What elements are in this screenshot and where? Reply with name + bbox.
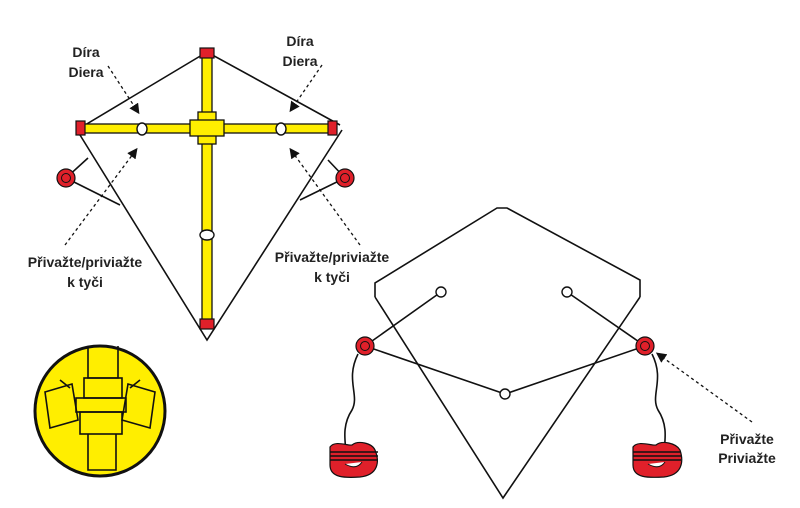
hole-bottom [499, 388, 511, 400]
label-tie-handle-2: Priviažte [718, 450, 776, 466]
spar-cap-bottom [199, 318, 215, 330]
ring-left [56, 168, 76, 188]
hole-right [275, 122, 287, 136]
label-tie-left-2: k tyči [67, 274, 103, 290]
label-tie-left-1: Přivažte/priviažte [28, 254, 143, 270]
label-tie-handle-1: Přivažte [720, 431, 774, 447]
hole-left [435, 286, 447, 298]
ring-right [635, 336, 655, 356]
string-right [651, 353, 666, 453]
spar-cap-top [199, 47, 215, 59]
label-tie-right-2: k tyči [314, 269, 350, 285]
label-hole-right-2: Diera [282, 53, 317, 69]
vertical-spar [201, 51, 213, 325]
label-tie-right-1: Přivažte/priviažte [275, 249, 390, 265]
hole-right [561, 286, 573, 298]
kite-lower-edge [79, 129, 343, 342]
spar-cap-right [327, 120, 338, 136]
string-left [344, 353, 359, 453]
kite-back-view [329, 207, 753, 500]
connector-detail-inset [33, 344, 167, 478]
label-hole-right-1: Díra [286, 33, 313, 49]
label-hole-left-1: Díra [72, 44, 99, 60]
ring-right [335, 168, 355, 188]
ring-left [355, 336, 375, 356]
spar-cap-left [75, 120, 86, 136]
kite-front-view [56, 47, 361, 342]
label-hole-left-2: Diera [68, 64, 103, 80]
hole-left [136, 122, 148, 136]
hole-bottom [199, 229, 215, 241]
